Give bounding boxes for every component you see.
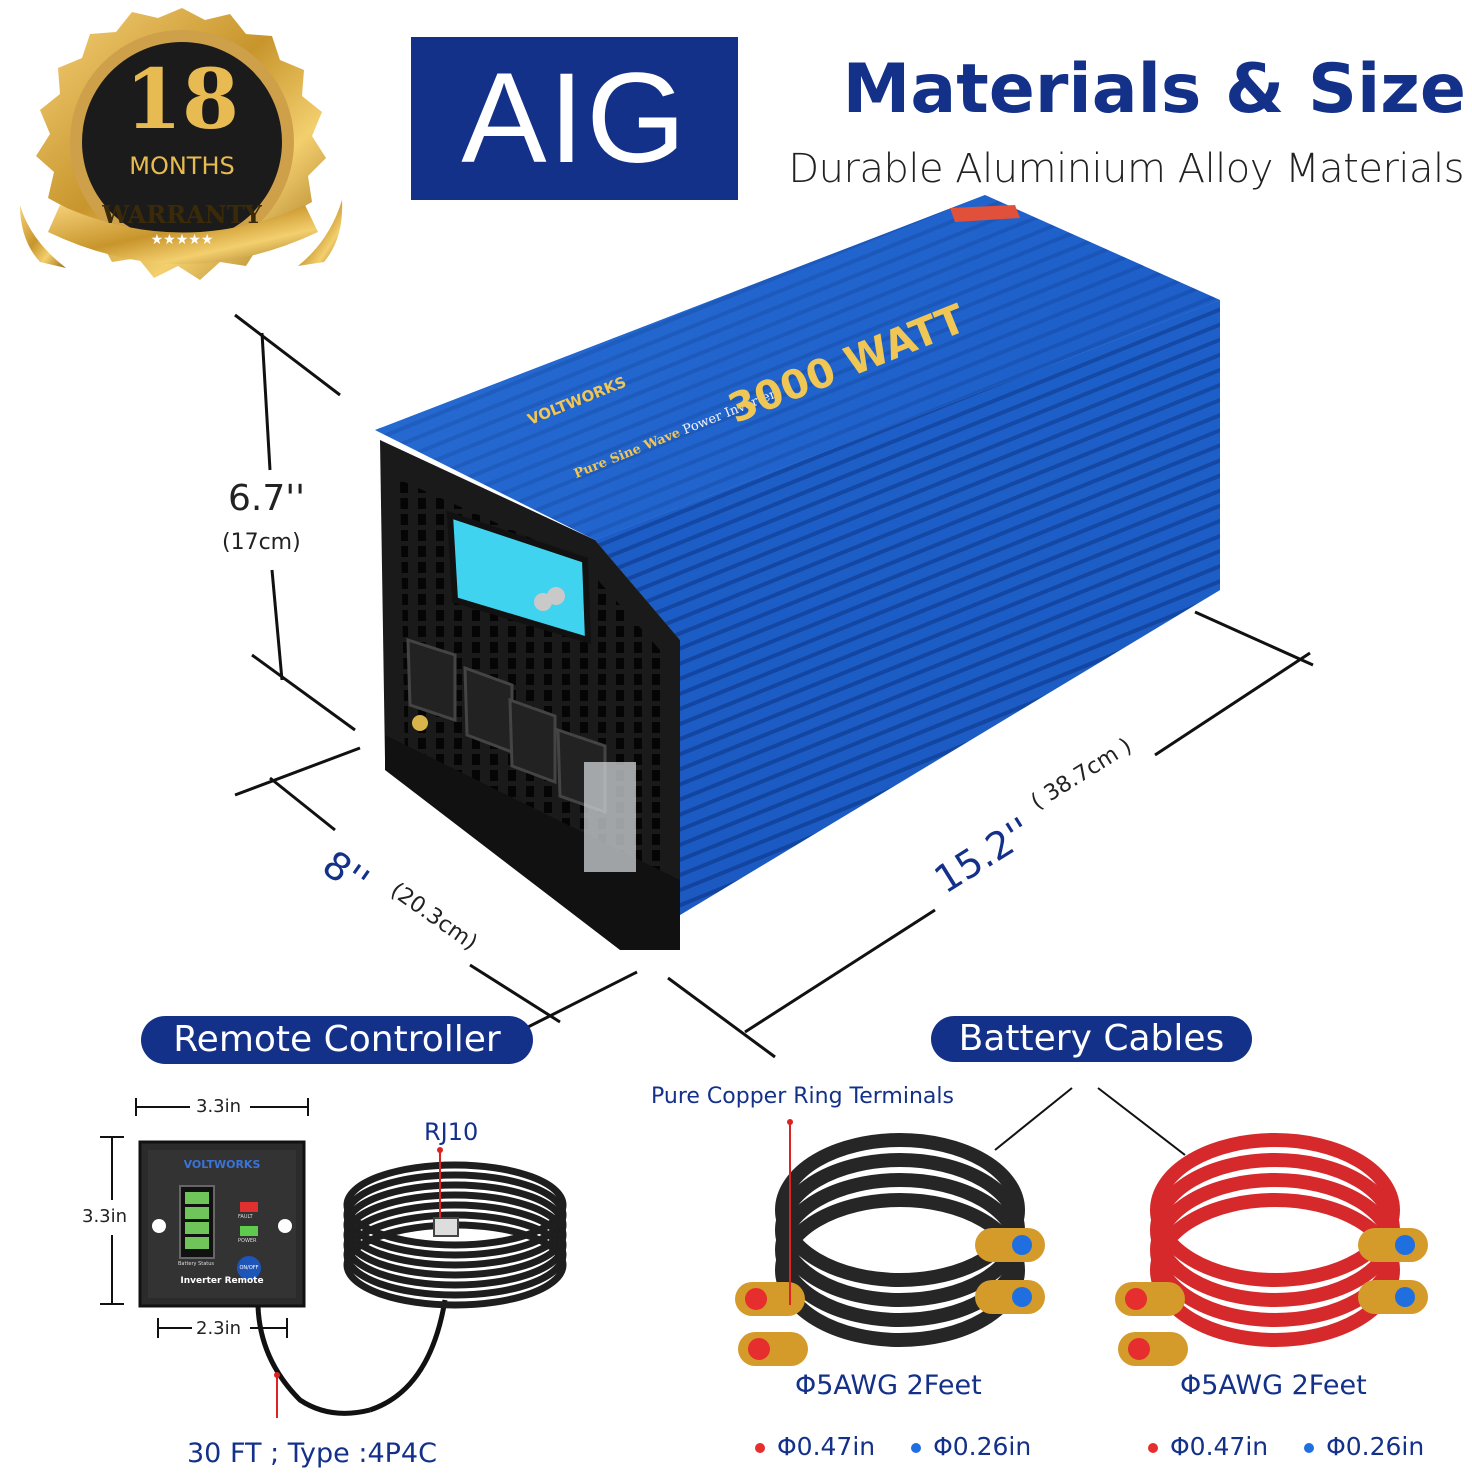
black-cable-hole-blue: Φ0.26in [933, 1432, 1032, 1461]
black-cable-hole-red: Φ0.47in [777, 1432, 876, 1461]
aig-logo: AIG [411, 37, 738, 200]
warranty-badge [20, 8, 343, 280]
remote-controller-heading: Remote Controller [141, 1016, 533, 1064]
battery-cables-illustration [735, 1087, 1428, 1366]
remote-power-label: POWER [238, 1238, 257, 1244]
remote-brand-print: VOLTWORKS [183, 1158, 261, 1171]
red-cable-gauge: Φ5AWG 2Feet [1180, 1370, 1367, 1401]
warranty-months: MONTHS [129, 152, 235, 180]
dimension-lines [234, 313, 1314, 1059]
remote-power-button: ON/OFF [239, 1265, 259, 1271]
black-cable-hole-sizes: Φ0.47in Φ0.26in [755, 1432, 1031, 1461]
remote-cable-spec: 30 FT ; Type :4P4C [187, 1438, 437, 1469]
inverter-body [375, 195, 1220, 950]
height-dimension: 6.7'' [228, 478, 306, 519]
black-cable-gauge: Φ5AWG 2Feet [795, 1370, 982, 1401]
warranty-stars: ★★★★★ [150, 232, 214, 248]
blue-dot-icon [911, 1443, 922, 1453]
rj10-label: RJ10 [424, 1118, 479, 1146]
blue-dot-icon [1304, 1443, 1315, 1453]
remote-name-print: Inverter Remote [180, 1276, 264, 1286]
red-cable-hole-sizes: Φ0.47in Φ0.26in [1148, 1432, 1424, 1461]
red-dot-icon [1148, 1443, 1158, 1453]
warranty-label: WARRANTY [102, 200, 262, 229]
remote-width-label: 3.3in [196, 1096, 242, 1117]
page-subtitle: Durable Aluminium Alloy Materials [788, 146, 1464, 192]
height-dimension-metric: (17cm) [222, 530, 301, 555]
page-title: Materials & Size [842, 50, 1466, 129]
remote-fault-label: FAULT [238, 1214, 253, 1220]
red-cable-hole-blue: Φ0.26in [1326, 1432, 1425, 1461]
warranty-number: 18 [124, 52, 240, 148]
red-cable-hole-red: Φ0.47in [1170, 1432, 1269, 1461]
remote-hole-spacing-label: 2.3in [196, 1318, 242, 1339]
remote-battery-status-label: Battery Status [178, 1261, 215, 1267]
battery-cables-heading: Battery Cables [931, 1016, 1252, 1062]
terminal-label: Pure Copper Ring Terminals [651, 1084, 954, 1109]
remote-height-label: 3.3in [82, 1206, 128, 1227]
red-dot-icon [755, 1443, 765, 1453]
remote-illustration [100, 1098, 567, 1418]
